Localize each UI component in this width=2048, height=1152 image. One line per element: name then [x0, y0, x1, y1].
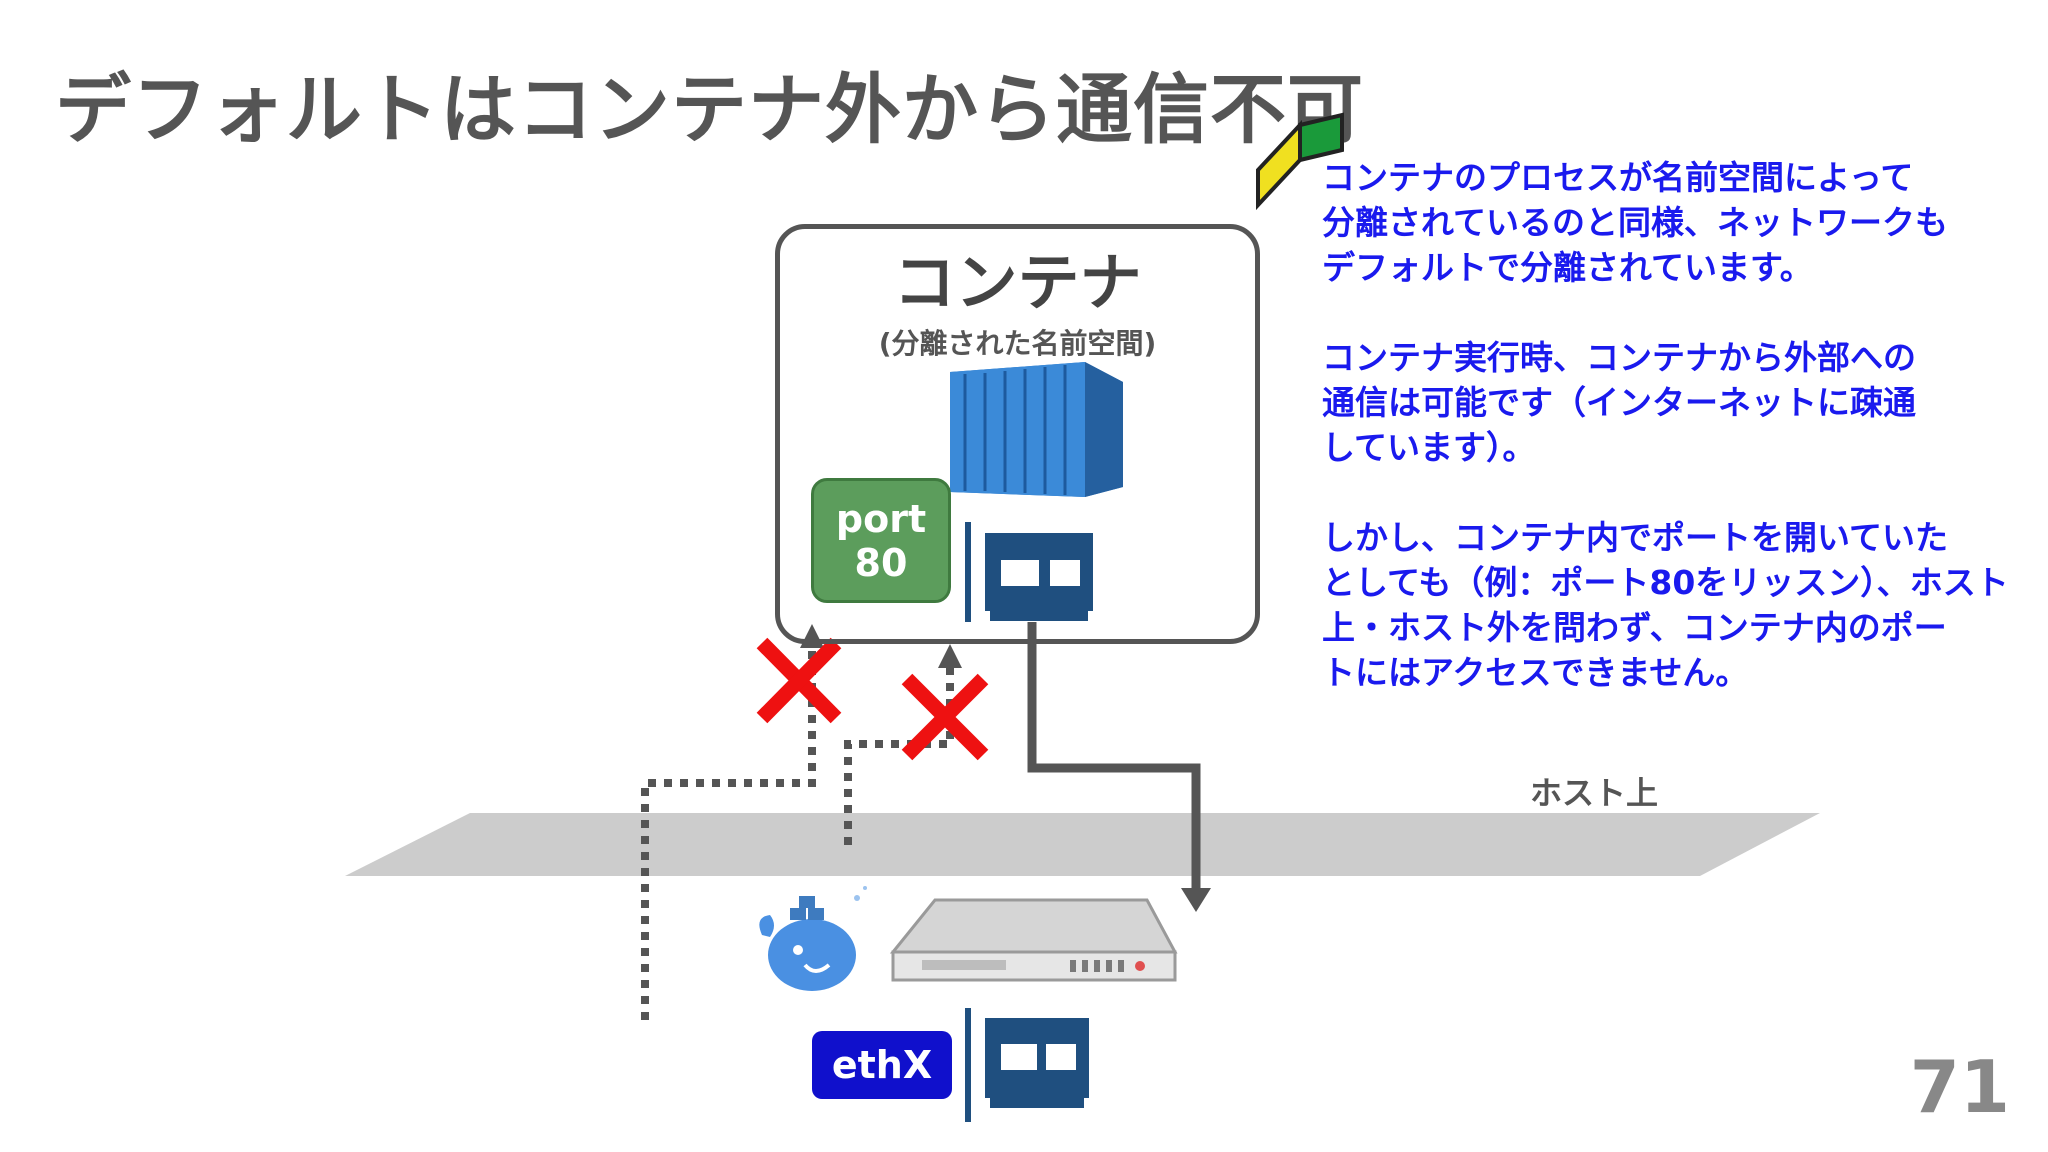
note-paragraph: しかし、コンテナ内でポートを開いていた としても（例：ポート80をリッスン）、ホ…	[1322, 518, 2009, 692]
note-paragraph: コンテナのプロセスが名前空間によって 分離されているのと同様、ネットワークも デ…	[1322, 158, 1949, 287]
beginner-mark-icon	[1256, 112, 1344, 211]
page-number: 71	[1909, 1045, 2010, 1129]
arrow-head	[938, 644, 962, 668]
port-badge: port 80	[811, 478, 951, 603]
blocked-x-icon	[756, 637, 842, 724]
note-paragraph: コンテナ実行時、コンテナから外部への 通信は可能です（インターネットに疎通 して…	[1322, 338, 1916, 467]
container-sublabel: (分離された名前空間)	[878, 327, 1157, 360]
explanation-note: コンテナのプロセスが名前空間によって 分離されているのと同様、ネットワークも デ…	[1322, 155, 2022, 740]
nic-card-icon	[965, 1008, 1089, 1122]
outbound-path	[1027, 622, 1211, 912]
blocked-path-external	[641, 645, 816, 1020]
container-box	[775, 224, 1260, 644]
server-icon	[889, 898, 1178, 982]
blocked-x-icon	[901, 673, 989, 761]
docker-whale-icon	[759, 886, 867, 991]
ethx-badge: ethX	[812, 1031, 952, 1099]
port-number: 80	[854, 540, 908, 585]
container-label: コンテナ	[893, 246, 1142, 319]
port-label: port	[835, 496, 927, 541]
host-label: ホスト上	[1530, 774, 1659, 812]
page-title: デフォルトはコンテナ外から通信不可	[55, 65, 1364, 154]
shipping-container-icon	[950, 362, 1123, 497]
host-plane	[345, 813, 1820, 876]
nic-card-icon	[965, 522, 1093, 622]
